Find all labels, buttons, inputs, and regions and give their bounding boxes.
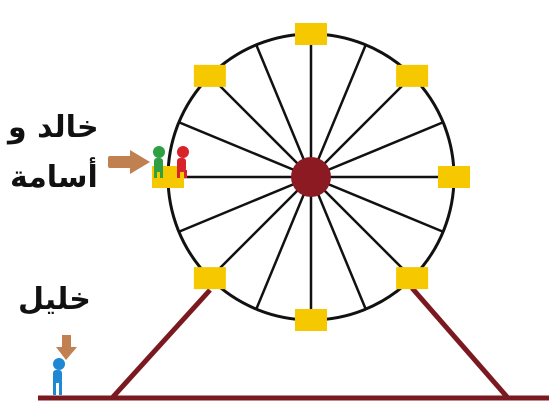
wheel-spoke bbox=[210, 177, 311, 278]
wheel-spoke bbox=[311, 177, 412, 278]
wheel-cabin bbox=[194, 65, 226, 87]
wheel-spoke bbox=[210, 76, 311, 177]
single-name: خليل bbox=[18, 282, 91, 317]
wheel-cabin bbox=[295, 309, 327, 331]
wheel-cabin bbox=[396, 65, 428, 87]
arrow-right-icon bbox=[108, 150, 150, 174]
wheel-cabin bbox=[438, 166, 470, 188]
pair-names-line2: أسامة bbox=[10, 160, 98, 195]
wheel-hub bbox=[291, 157, 331, 197]
person-icon-blue bbox=[53, 358, 65, 395]
wheel-cabin bbox=[396, 267, 428, 289]
wheel-cabin bbox=[295, 23, 327, 45]
wheel-cabin bbox=[194, 267, 226, 289]
support-leg-left bbox=[112, 290, 210, 398]
pair-names-line1: خالد و bbox=[8, 110, 99, 145]
wheel-spoke bbox=[311, 76, 412, 177]
arrow-down-icon bbox=[56, 335, 77, 360]
support-leg-right bbox=[412, 288, 508, 398]
